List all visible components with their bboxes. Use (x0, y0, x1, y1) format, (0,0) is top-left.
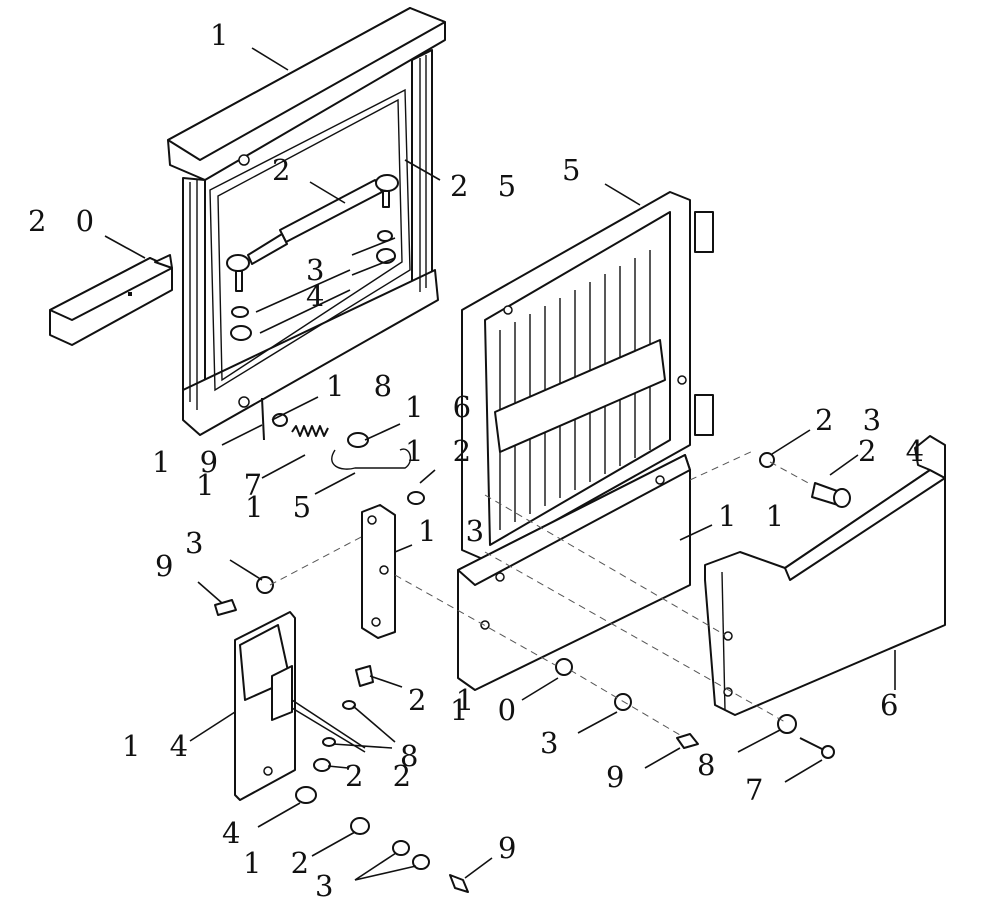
assembly-dash-lines (269, 449, 813, 736)
label-3-mid: 3 (540, 726, 568, 760)
label-17: 1 7 (196, 468, 272, 502)
spring-hook-assembly (261, 397, 425, 505)
label-9-mid: 9 (606, 760, 634, 794)
label-9-left: 9 (155, 549, 183, 583)
label-11: 1 1 (718, 499, 794, 533)
label-15: 1 5 (245, 490, 321, 524)
label-12-bottom: 1 2 (243, 846, 319, 880)
part-6-side-cover (704, 435, 946, 716)
part-5-door-panel (461, 191, 714, 561)
label-22: 2 2 (345, 759, 421, 793)
label-10: 1 0 (450, 693, 526, 727)
label-18: 1 8 (326, 369, 402, 403)
label-19: 1 9 (152, 445, 228, 479)
label-2: 2 (272, 153, 300, 187)
part-13-hinge-bar (361, 504, 396, 639)
part-labels: 1 2 2 5 2 0 3 4 5 1 8 1 6 1 9 1 2 1 7 1 … (28, 18, 934, 903)
label-21: 2 1 (408, 683, 484, 717)
leader-lines (104, 47, 896, 881)
label-14: 1 4 (122, 729, 198, 763)
label-6: 6 (880, 688, 908, 722)
label-24: 2 4 (858, 434, 934, 468)
label-3-frame: 3 (306, 253, 334, 287)
small-fasteners (214, 452, 851, 893)
label-13: 1 3 (418, 514, 494, 548)
part-14-side-plate (234, 611, 366, 801)
part-10-lower-panel (457, 454, 691, 691)
label-12-top: 1 2 (405, 434, 481, 468)
part-2-gas-strut (226, 174, 399, 292)
label-4-bottom: 4 (222, 816, 250, 850)
label-3-left: 3 (185, 526, 213, 560)
label-9-bottom: 9 (498, 831, 526, 865)
label-25: 2 5 (450, 169, 526, 203)
label-23: 2 3 (815, 403, 891, 437)
label-5: 5 (562, 153, 590, 187)
label-3-bottom: 3 (315, 869, 343, 903)
label-16: 1 6 (405, 390, 481, 424)
part-20-bracket (49, 254, 173, 346)
label-20: 2 0 (28, 204, 104, 238)
label-8-mid: 8 (697, 748, 725, 782)
label-7: 7 (745, 773, 773, 807)
label-8-left: 8 (400, 739, 428, 773)
label-1: 1 (210, 18, 238, 52)
part-1-upper-frame (167, 7, 446, 436)
label-4-frame: 4 (306, 279, 334, 313)
